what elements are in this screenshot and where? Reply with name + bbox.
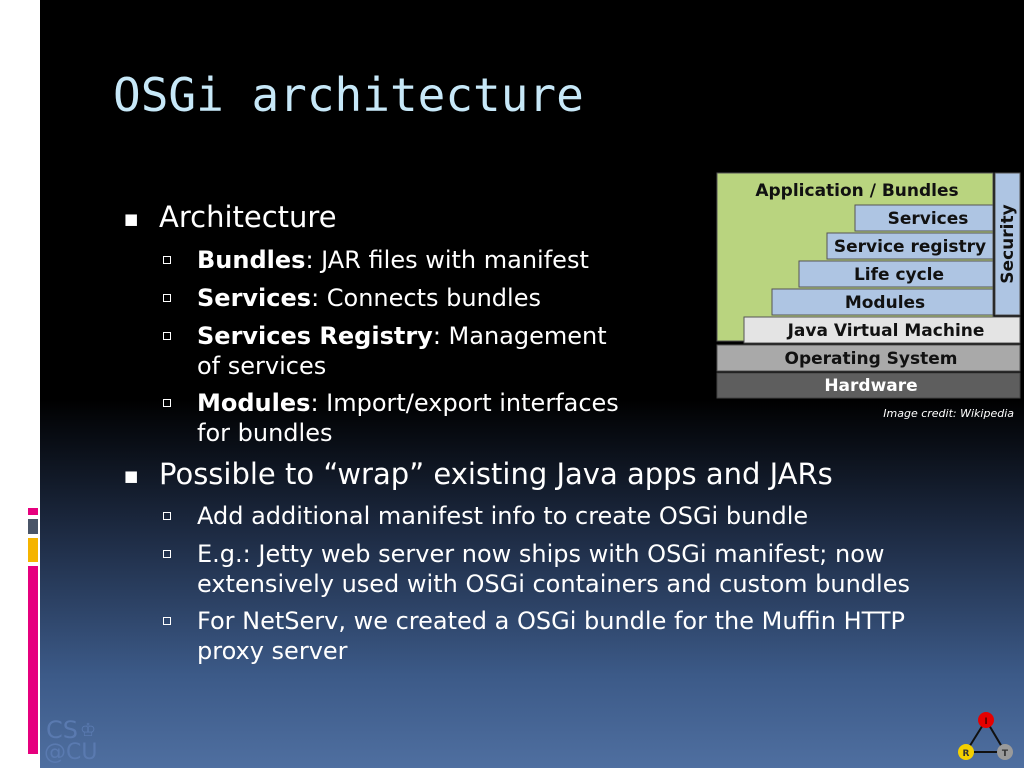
desc-services-registry: : Management — [432, 322, 607, 350]
irt-logo-i: I — [984, 717, 987, 727]
label-services: Services — [888, 209, 969, 229]
layer-operating-system — [716, 344, 1021, 372]
layer-hardware — [716, 372, 1021, 399]
cs-at-cu-logo: CS ♔ @CU — [44, 716, 114, 766]
sub-bullet-netserv-text: For NetServ, we created a OSGi bundle fo… — [197, 607, 905, 635]
hollow-square-bullet-icon — [163, 294, 171, 302]
hollow-square-bullet-icon — [163, 256, 171, 264]
layer-modules — [771, 288, 994, 316]
sub-bullet-jetty: E.g.: Jetty web server now ships with OS… — [197, 539, 910, 599]
sub-bullet-jetty-cont: extensively used with OSGi containers an… — [197, 570, 910, 598]
label-security: Security — [998, 204, 1018, 283]
logo-cu-text: @CU — [44, 740, 98, 765]
hollow-square-bullet-icon — [163, 512, 171, 520]
desc-services: : Connects bundles — [311, 284, 541, 312]
irt-logo: I R T — [958, 712, 1013, 760]
accent-bar-pink — [28, 566, 38, 754]
sub-bullet-netserv: For NetServ, we created a OSGi bundle fo… — [197, 606, 905, 666]
layer-jvm — [743, 316, 1021, 344]
hollow-square-bullet-icon — [163, 399, 171, 407]
term-bundles: Bundles — [197, 246, 306, 274]
sub-bullet-bundles: Bundles: JAR files with manifest — [197, 245, 589, 275]
irt-logo-t: T — [1002, 749, 1009, 759]
accent-bar-pink-small — [28, 508, 38, 515]
sub-bullet-manifest-info: Add additional manifest info to create O… — [197, 501, 808, 531]
layer-life-cycle — [798, 260, 994, 288]
hollow-square-bullet-icon — [163, 617, 171, 625]
label-operating-system: Operating System — [785, 349, 958, 369]
square-bullet-icon: ■ — [124, 210, 139, 228]
desc-services-registry-cont: of services — [197, 352, 327, 380]
image-credit: Image credit: Wikipedia — [883, 407, 1014, 420]
bullet-wrap-existing: Possible to “wrap” existing Java apps an… — [159, 457, 833, 491]
bullet-architecture: Architecture — [159, 200, 337, 234]
crown-icon: ♔ — [80, 720, 97, 741]
sub-bullet-jetty-text: E.g.: Jetty web server now ships with OS… — [197, 540, 885, 568]
layer-security — [994, 172, 1021, 316]
label-hardware: Hardware — [824, 376, 917, 396]
hollow-square-bullet-icon — [163, 332, 171, 340]
sub-bullet-netserv-cont: proxy server — [197, 637, 348, 665]
term-services: Services — [197, 284, 312, 312]
term-services-registry: Services Registry — [197, 322, 433, 350]
accent-bar-yellow — [28, 538, 38, 562]
term-modules: Modules — [197, 389, 311, 417]
accent-bar-gray — [28, 519, 38, 534]
osgi-architecture-diagram: .lbl { font-family: "DejaVu Sans", sans-… — [716, 172, 1021, 399]
layer-services — [854, 204, 994, 232]
desc-bundles: : JAR files with manifest — [305, 246, 589, 274]
sub-bullet-manifest-text: Add additional manifest info to create O… — [197, 502, 809, 530]
logo-cs-text: CS — [46, 716, 78, 744]
label-service-registry: Service registry — [834, 237, 986, 257]
label-jvm: Java Virtual Machine — [787, 321, 985, 341]
sub-bullet-services-registry: Services Registry: Management of services — [197, 321, 607, 381]
label-modules: Modules — [845, 293, 925, 313]
desc-modules: : Import/export interfaces — [310, 389, 619, 417]
slide-title: OSGi architecture — [113, 68, 584, 122]
hollow-square-bullet-icon — [163, 550, 171, 558]
layer-service-registry — [826, 232, 994, 260]
square-bullet-icon: ■ — [124, 467, 139, 485]
desc-modules-cont: for bundles — [197, 419, 333, 447]
irt-logo-r: R — [963, 749, 970, 759]
label-application-bundles: Application / Bundles — [755, 181, 958, 201]
sub-bullet-services: Services: Connects bundles — [197, 283, 541, 313]
label-life-cycle: Life cycle — [854, 265, 944, 285]
